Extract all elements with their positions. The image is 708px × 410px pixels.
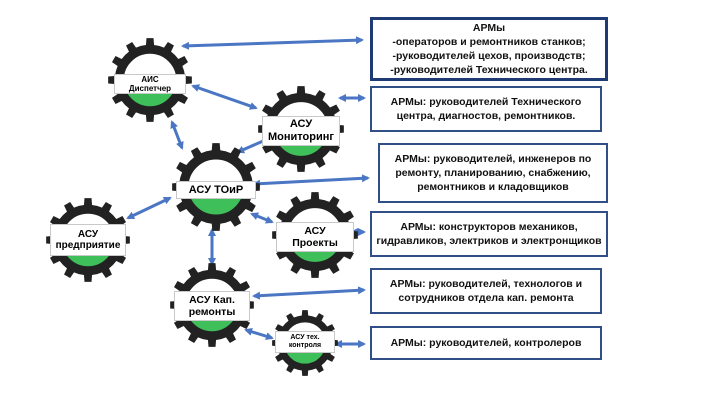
node-label-asu-enterprise: АСУ предприятие: [50, 224, 126, 256]
gear-ais-dispatcher: АИС Диспетчер: [108, 38, 192, 122]
node-label-asu-toir: АСУ ТОиР: [176, 181, 256, 199]
gear-asu-toir: АСУ ТОиР: [172, 143, 260, 231]
arm-line: АРМы: руководителей, контролеров: [390, 336, 582, 349]
arm-box-controllers: АРМы: руководителей, контролеров: [370, 326, 602, 360]
arrow-ais-to-box1: [181, 36, 364, 50]
arm-box-repair-engineers: АРМы: руководителей, инженеров по ремонт…: [378, 143, 608, 203]
arrow-ais-to-monitoring: [191, 84, 258, 110]
arm-line: ремонтников и кладовщиков: [417, 181, 569, 194]
node-label-asu-kap-remont: АСУ Кап. ремонты: [174, 291, 250, 321]
arm-line: -руководителей цехов, производств;: [392, 50, 586, 62]
arm-line: -операторов и ремонтников станков;: [392, 35, 586, 48]
arm-line: АРМы: конструкторов механиков,: [400, 220, 578, 233]
arm-line: -руководителей Технического центра.: [390, 64, 588, 77]
arm-box-designers: АРМы: конструкторов механиков, гидравлик…: [370, 211, 608, 257]
arrow-toir-to-box3: [252, 174, 370, 188]
gear-asu-tech-control: АСУ тех. контроля: [272, 310, 338, 376]
arm-line: АРМы: руководителей, технологов и: [389, 277, 583, 290]
arm-line: центра, диагностов, ремонтников.: [396, 110, 576, 122]
arm-line: ремонту, планированию, снабжению,: [395, 166, 591, 179]
arm-line: сотрудников отдела кап. ремонта: [398, 292, 574, 304]
arm-line: гидравликов, электриков и электронщиков: [376, 235, 602, 247]
gear-asu-kap-remont: АСУ Кап. ремонты: [170, 263, 254, 347]
gear-asu-projects: АСУ Проекты: [272, 192, 358, 278]
arm-box-kap-remont: АРМы: руководителей, технологов и сотруд…: [370, 268, 602, 314]
gear-asu-enterprise: АСУ предприятие: [46, 198, 130, 282]
node-label-asu-tech-control: АСУ тех. контроля: [275, 331, 335, 353]
arrow-enterprise-to-toir: [126, 196, 172, 220]
node-label-asu-projects: АСУ Проекты: [276, 222, 354, 252]
arm-line: АРМы: руководителей, инженеров по: [394, 152, 592, 165]
node-label-ais-dispatcher: АИС Диспетчер: [114, 74, 186, 94]
arrow-kap-to-box5: [252, 286, 366, 300]
gear-asu-monitoring: АСУ Мониторинг: [258, 86, 344, 172]
arm-line: АРМы: [472, 21, 506, 34]
node-label-asu-monitoring: АСУ Мониторинг: [262, 116, 340, 146]
arm-box-tech-center: АРМы: руководителей Технического центра,…: [370, 86, 602, 132]
arm-box-operators: АРМы -операторов и ремонтников станков; …: [370, 17, 608, 81]
arm-line: АРМы: руководителей Технического: [390, 95, 582, 108]
